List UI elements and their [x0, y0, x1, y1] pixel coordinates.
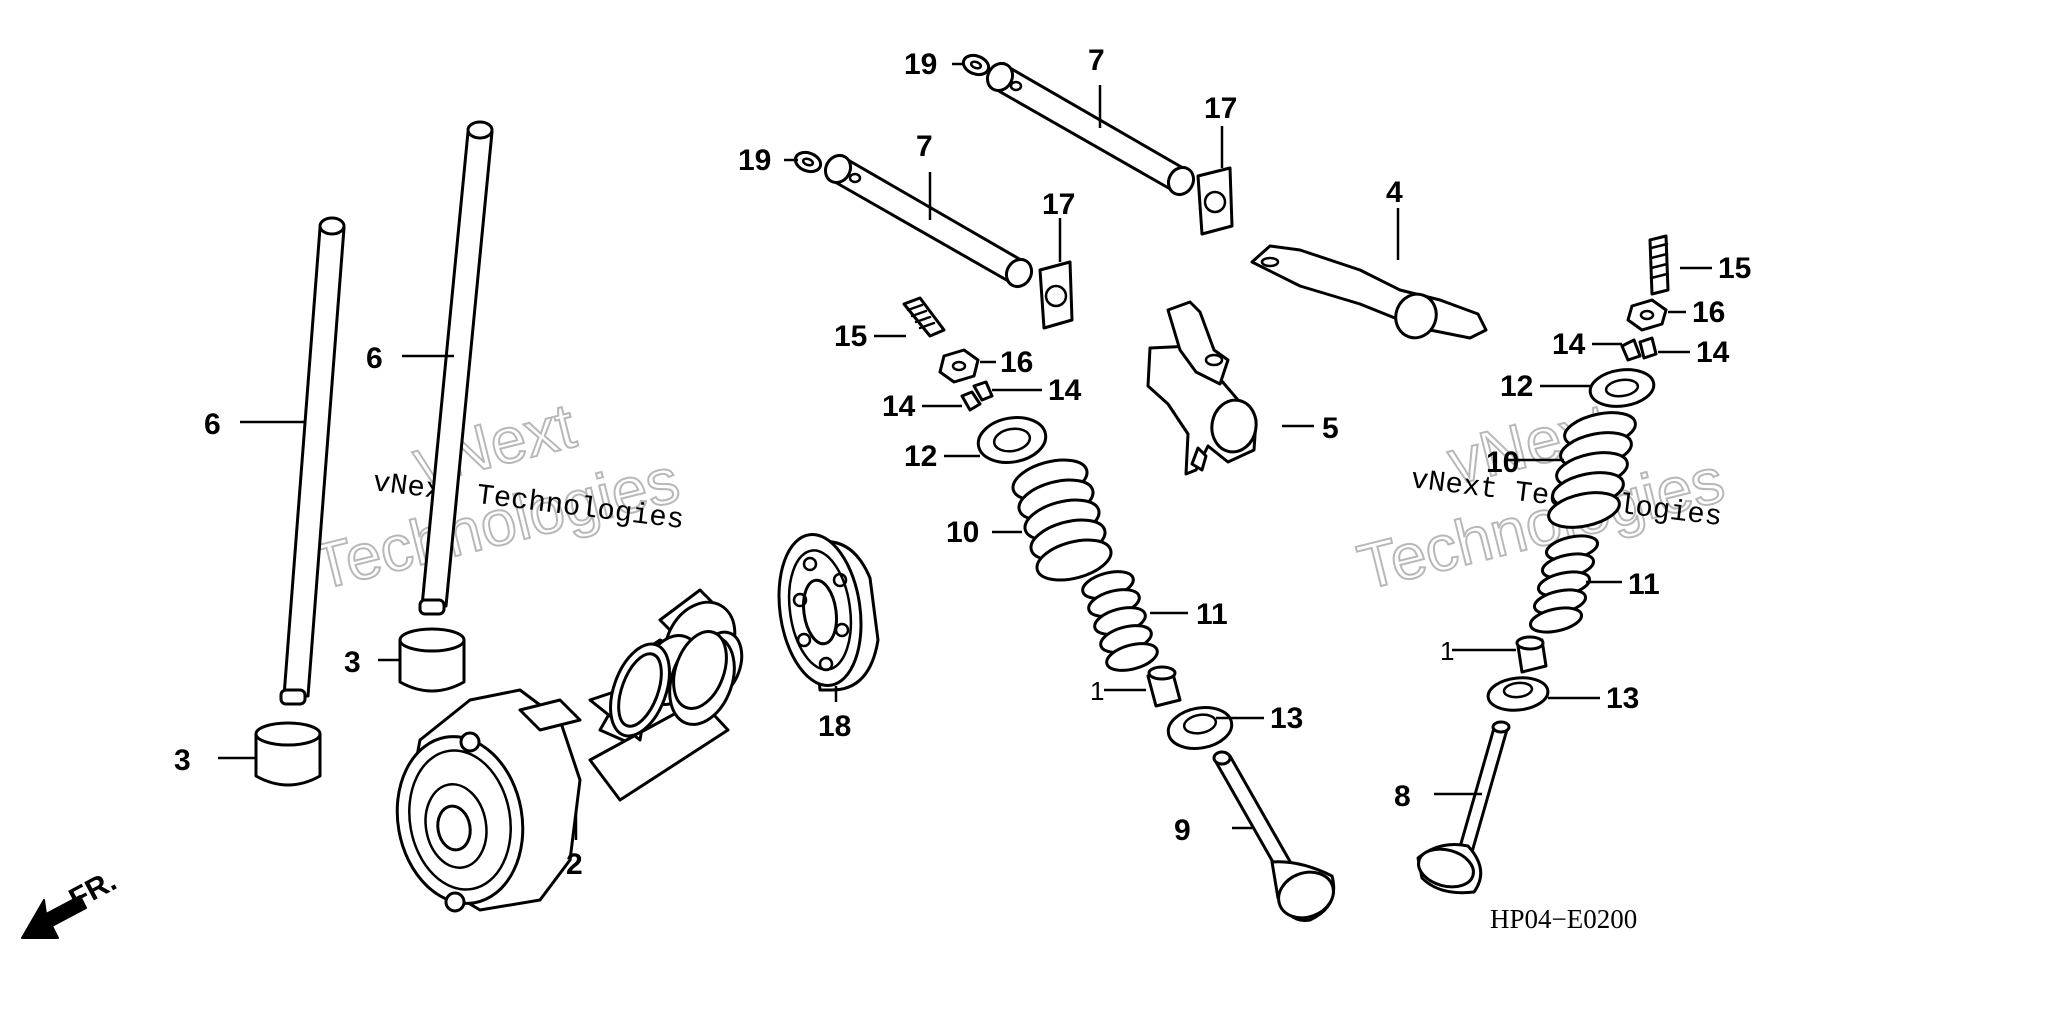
- watermark-left: vNext Technologies vNext Technologies: [305, 388, 687, 604]
- callout-8: 8: [1394, 780, 1411, 813]
- callout-3-upper: 3: [344, 646, 361, 679]
- spring-retainer-left: [976, 416, 1048, 464]
- front-arrow-icon: [21, 895, 87, 939]
- callout-11-right: 11: [1628, 568, 1660, 601]
- callout-12-right: 12: [1500, 370, 1533, 403]
- rocker-shaft-front: [823, 153, 1034, 289]
- exhaust-valve: [1212, 750, 1336, 923]
- callout-1-left: 1: [1090, 676, 1104, 706]
- watermark-right: vNext Technologies vNext Technologies: [1350, 388, 1732, 604]
- callout-10-right: 10: [1486, 446, 1519, 479]
- callout-5: 5: [1322, 412, 1339, 445]
- callout-12-left: 12: [904, 440, 937, 473]
- rocker-arm-upper: [1250, 244, 1488, 340]
- callout-4: 4: [1386, 176, 1403, 209]
- callout-labels: 6 6 3 3 2 18 19 19 7 7 17 17 4 5 15 16 1…: [174, 44, 1751, 881]
- callout-6-right: 6: [366, 342, 383, 375]
- callout-17-rear: 17: [1204, 92, 1237, 125]
- diagram-code: HP04−E0200: [1490, 904, 1637, 934]
- bearing: [777, 533, 880, 692]
- cotter-right-b: [1638, 336, 1658, 360]
- callout-14-left-a: 14: [882, 390, 916, 423]
- camshaft-body: [588, 630, 736, 802]
- adjusting-screw-right: [1648, 234, 1670, 296]
- callout-19-rear: 19: [904, 48, 937, 81]
- inner-spring-right: [1528, 534, 1600, 634]
- lock-nut-left: [938, 348, 980, 384]
- callout-17-front: 17: [1042, 188, 1075, 221]
- callout-10-left: 10: [946, 516, 979, 549]
- shaft-plate-rear: [1196, 166, 1234, 236]
- spring-retainer-right: [1588, 368, 1656, 408]
- callout-13-right: 13: [1606, 682, 1639, 715]
- cotter-right-a: [1620, 338, 1642, 362]
- callout-11-left: 11: [1196, 598, 1228, 631]
- lock-nut-right: [1626, 298, 1668, 332]
- adjusting-screw-left: [902, 296, 946, 338]
- callout-16-left: 16: [1000, 346, 1033, 379]
- cotter-left-a: [960, 390, 982, 412]
- rocker-arm-lower: [1146, 300, 1258, 476]
- stem-seal-left: [1146, 665, 1182, 708]
- push-rod-left: [279, 216, 346, 706]
- callout-14-left-b: 14: [1048, 374, 1082, 407]
- shaft-plate-front: [1038, 260, 1074, 330]
- spring-seat-left: [1166, 706, 1234, 750]
- camshaft-gear: [395, 688, 582, 913]
- callout-16-right: 16: [1692, 296, 1725, 329]
- leader-lines: [218, 62, 1712, 840]
- callout-19-front: 19: [738, 144, 771, 177]
- callout-6-left: 6: [204, 408, 221, 441]
- callout-14-right-b: 14: [1696, 336, 1730, 369]
- callout-7-front: 7: [916, 130, 933, 163]
- outer-spring-right: [1547, 411, 1637, 529]
- callout-7-rear: 7: [1088, 44, 1105, 77]
- lifter-upper: [398, 627, 466, 693]
- front-direction-indicator: FR.: [21, 864, 122, 939]
- lifter-lower: [254, 721, 322, 787]
- washer-front: [793, 150, 823, 174]
- cotter-left-b: [972, 380, 994, 402]
- callout-18: 18: [818, 710, 851, 743]
- callout-14-right-a: 14: [1552, 328, 1586, 361]
- callout-1-right: 1: [1440, 636, 1454, 666]
- callout-15-right: 15: [1718, 252, 1751, 285]
- callout-2: 2: [566, 848, 583, 881]
- callout-13-left: 13: [1270, 702, 1303, 735]
- intake-valve: [1416, 720, 1511, 895]
- washer-rear: [961, 53, 991, 77]
- callout-15-left: 15: [834, 320, 867, 353]
- push-rod-right: [418, 120, 494, 616]
- rocker-shaft-rear: [985, 61, 1196, 197]
- callout-3-lower: 3: [174, 744, 191, 777]
- outer-spring-left: [1011, 458, 1113, 582]
- callout-9: 9: [1174, 814, 1191, 847]
- spring-seat-right: [1486, 676, 1550, 712]
- inner-spring-left: [1081, 570, 1159, 672]
- stem-seal-right: [1515, 635, 1548, 674]
